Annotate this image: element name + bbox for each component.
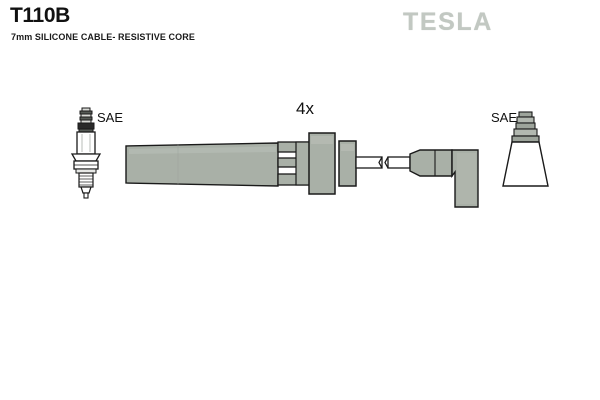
cable-break-symbol bbox=[378, 156, 389, 169]
plug-boot-cone-icon bbox=[502, 111, 549, 187]
cable-collar-block bbox=[338, 140, 357, 187]
quantity-label: 4x bbox=[296, 99, 314, 118]
spark-plug-sae-label: SAE bbox=[97, 110, 124, 125]
cable-connector-block bbox=[308, 132, 336, 195]
cable-boot-ribs bbox=[277, 141, 311, 186]
cable-boot-right-angle bbox=[409, 149, 479, 208]
cable-wire bbox=[355, 156, 411, 169]
part-description: 7mm SILICONE CABLE- RESISTIVE CORE bbox=[11, 32, 195, 42]
tesla-brand-logo: TESLA bbox=[403, 8, 493, 36]
cable-boot-straight bbox=[125, 142, 279, 187]
spark-plug-icon bbox=[70, 107, 102, 199]
plug-boot-sae-label: SAE bbox=[491, 110, 518, 125]
page-title: T110B bbox=[10, 4, 70, 27]
